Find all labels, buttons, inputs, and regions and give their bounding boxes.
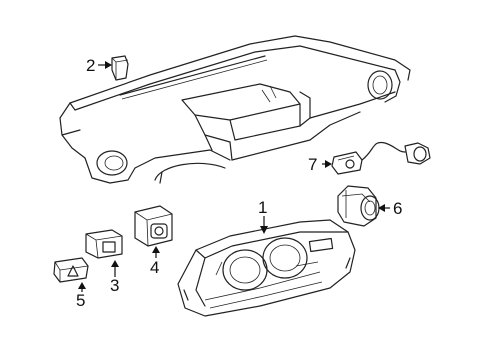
callout-3: 3 [110,260,119,295]
callout-7: 7 [308,155,332,174]
svg-text:1: 1 [258,198,267,217]
callout-6: 6 [378,199,402,218]
svg-text:2: 2 [86,56,95,75]
part-4-switch [134,205,173,247]
part-1-instrument-cluster [177,219,356,317]
part-3-switch [85,229,123,259]
svg-text:7: 7 [308,155,317,174]
callout-5: 5 [76,282,86,310]
svg-text:3: 3 [110,276,119,295]
callout-2: 2 [86,56,112,75]
part-6-knob [337,185,380,227]
part-7-sensor [331,141,431,175]
callout-1: 1 [258,198,268,234]
svg-text:4: 4 [150,258,159,277]
svg-text:6: 6 [393,199,402,218]
callout-4: 4 [150,246,160,277]
part-2-clip [111,55,129,81]
svg-text:5: 5 [76,291,85,310]
part-5-hazard-switch [53,257,89,283]
instrument-panel [59,35,411,184]
